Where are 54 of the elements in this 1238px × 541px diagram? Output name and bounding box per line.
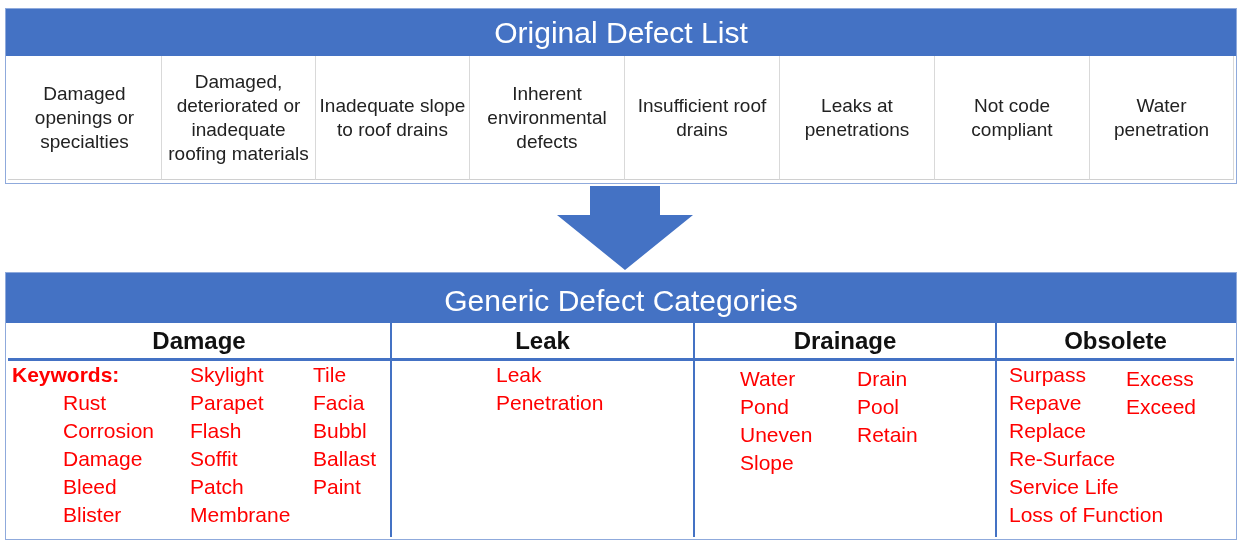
block-arrow: [557, 186, 693, 270]
table-panel: [5, 272, 1237, 540]
table-cell: Inadequate slope to roof drains: [316, 56, 470, 180]
keyword: Replace: [1009, 419, 1087, 443]
keyword: Excess: [1126, 367, 1194, 391]
column-heading: Obsolete: [997, 323, 1234, 361]
keyword: Rust: [63, 391, 107, 415]
keyword: Surpass: [1009, 363, 1087, 387]
keyword: Paint: [313, 475, 361, 499]
keyword: Corrosion: [63, 419, 155, 443]
keyword: Membrane: [190, 503, 291, 527]
keyword: Tile: [313, 363, 347, 387]
header-bar: Original Defect List: [6, 9, 1236, 56]
category-column: [392, 323, 695, 537]
keyword: Bubbl: [313, 419, 367, 443]
keyword: Parapet: [190, 391, 264, 415]
column-heading: Drainage: [695, 323, 995, 361]
table-cell: Damaged, deteriorated or inadequate roofing materials: [162, 56, 316, 180]
table-panel: [5, 8, 1237, 184]
keyword: Pond: [740, 395, 790, 419]
keyword: Bleed: [63, 475, 117, 499]
table-cell: Damaged openings or specialties: [8, 56, 162, 180]
keyword: Pool: [857, 395, 900, 419]
keyword: Retain: [857, 423, 918, 447]
table-cell: Water penetration: [1090, 56, 1234, 180]
keyword: Facia: [313, 391, 365, 415]
category-column: [8, 323, 392, 537]
table-cell: Inherent environmental defects: [470, 56, 625, 180]
column-heading: Leak: [392, 323, 693, 361]
keyword: Patch: [190, 475, 244, 499]
keyword: Loss of Function: [1009, 503, 1164, 527]
keyword: Re-Surface: [1009, 447, 1116, 471]
category-column: [695, 323, 997, 537]
table-cell: Not code compliant: [935, 56, 1090, 180]
keyword: Slope: [740, 451, 794, 475]
keyword: Water: [740, 367, 796, 391]
keywords-label: Keywords:: [12, 363, 120, 387]
keyword: Blister: [63, 503, 122, 527]
table-cell: Leaks at penetrations: [780, 56, 935, 180]
table-cell: Insufficient roof drains: [625, 56, 780, 180]
keyword: Repave: [1009, 391, 1082, 415]
header-bar: Generic Defect Categories: [6, 273, 1236, 323]
keyword: Drain: [857, 367, 908, 391]
keyword: Service Life: [1009, 475, 1119, 499]
keyword: Skylight: [190, 363, 264, 387]
keyword: Uneven: [740, 423, 813, 447]
keyword: Penetration: [496, 391, 604, 415]
keyword: Exceed: [1126, 395, 1197, 419]
keyword: Leak: [496, 363, 542, 387]
column-heading: Damage: [8, 323, 390, 361]
keyword: Damage: [63, 447, 143, 471]
keyword: Ballast: [313, 447, 377, 471]
keyword: Flash: [190, 419, 242, 443]
keyword: Soffit: [190, 447, 238, 471]
